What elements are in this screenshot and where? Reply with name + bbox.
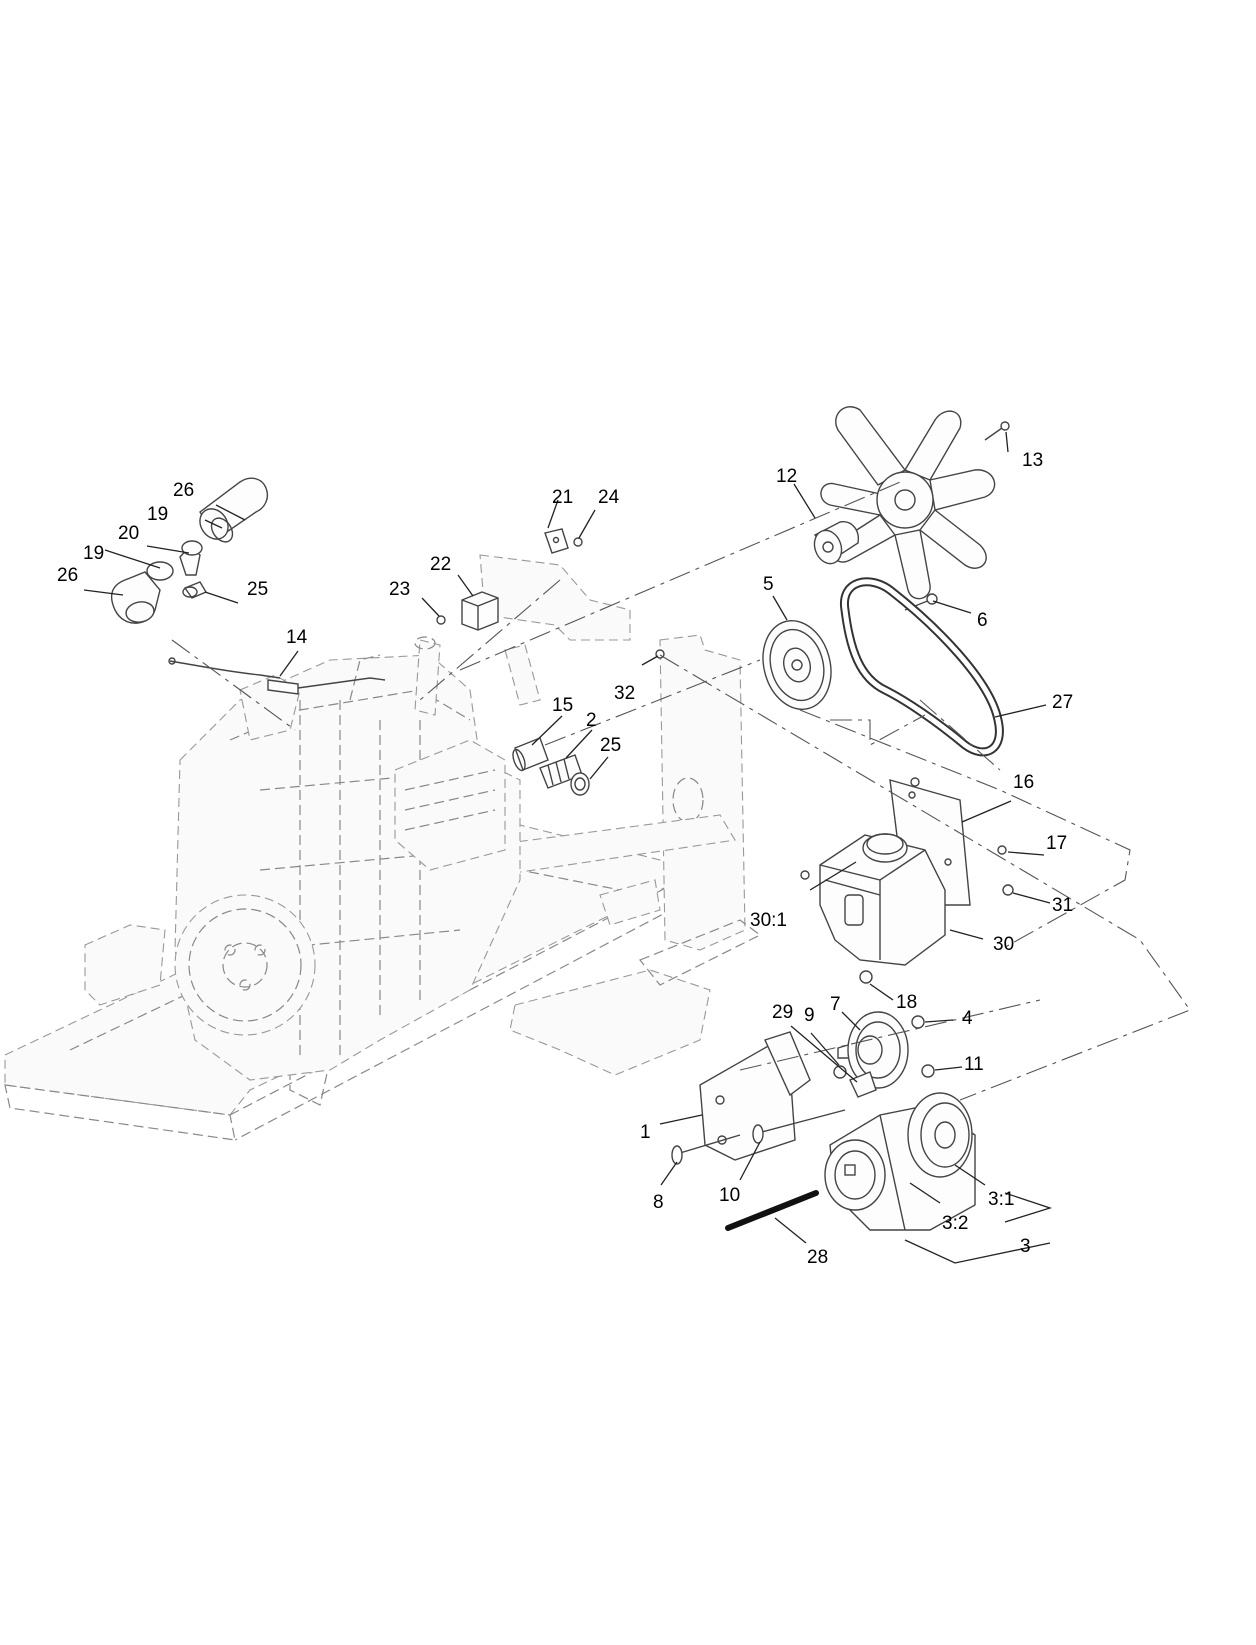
callout-19-top: 19 — [147, 504, 168, 525]
callout-32: 32 — [614, 683, 635, 704]
screw-17 — [997, 845, 1007, 855]
callout-30: 30 — [993, 934, 1014, 955]
callout-14: 14 — [286, 627, 308, 648]
belt-tensioner-29 — [849, 1071, 877, 1098]
callout-30-1: 30:1 — [750, 910, 787, 931]
callout-2: 2 — [586, 710, 597, 731]
pulley-5 — [762, 620, 832, 710]
callout-7: 7 — [830, 994, 841, 1015]
compressor-bracket-1 — [699, 1031, 811, 1161]
group-bracket-3 — [904, 1192, 1053, 1264]
fan-spacer-12 — [813, 521, 859, 565]
callout-8: 8 — [653, 1192, 664, 1213]
callout-21: 21 — [552, 487, 573, 508]
assembly-guide-lines — [171, 479, 1191, 1101]
water-hose-15 — [512, 737, 549, 772]
callout-5: 5 — [763, 574, 774, 595]
callout-3-1: 3:1 — [988, 1189, 1014, 1210]
callout-26-top: 26 — [173, 480, 194, 501]
callout-3-2: 3:2 — [942, 1213, 968, 1234]
vent-tube-28 — [725, 1190, 819, 1231]
nut-4 — [911, 1015, 925, 1029]
upper-mount-plate — [479, 554, 631, 641]
nut-18 — [859, 970, 873, 984]
callout-24: 24 — [598, 487, 620, 508]
callout-27: 27 — [1052, 692, 1073, 713]
callout-19-lower: 19 — [83, 543, 104, 564]
mounting-bracket-21 — [544, 528, 569, 554]
callout-12: 12 — [776, 466, 797, 487]
engine-harness-wire — [168, 657, 386, 695]
callout-6: 6 — [977, 610, 988, 631]
bolt-8 — [671, 1134, 741, 1165]
callout-15: 15 — [552, 695, 573, 716]
callout-29: 29 — [772, 1002, 793, 1023]
bolt-31 — [1002, 884, 1014, 896]
callout-leaders — [83, 431, 1051, 1244]
callout-23: 23 — [389, 579, 410, 600]
upper-radiator-hose — [199, 477, 269, 540]
screw-23 — [436, 615, 446, 625]
fan-bolt-13 — [984, 421, 1010, 441]
idler-pulley-7 — [837, 1011, 909, 1089]
callout-1: 1 — [640, 1122, 651, 1143]
callout-26-lower: 26 — [57, 565, 78, 586]
callout-25-left: 25 — [247, 579, 268, 600]
callout-16: 16 — [1013, 772, 1034, 793]
callout-4: 4 — [962, 1008, 973, 1029]
callout-22: 22 — [430, 554, 451, 575]
hose-clamp-25-left — [182, 581, 208, 599]
callout-18: 18 — [896, 992, 917, 1013]
callout-9: 9 — [804, 1005, 815, 1026]
callout-17: 17 — [1046, 833, 1067, 854]
engine-assembly — [174, 636, 541, 1081]
callout-25-right: 25 — [600, 735, 621, 756]
hose-clamp-25-right — [570, 772, 590, 796]
hose-clamp-19-upper — [210, 517, 234, 543]
relay-22 — [461, 591, 499, 631]
cooling-fan — [820, 406, 996, 600]
compressor-body-3-2 — [879, 1114, 906, 1231]
hose-clamp-19-lower — [146, 561, 174, 581]
callout-28: 28 — [807, 1247, 828, 1268]
callout-13: 13 — [1022, 450, 1043, 471]
nut-24 — [573, 537, 583, 547]
callout-labels: 26 19 20 19 26 25 14 21 24 22 23 15 2 25… — [57, 450, 1073, 1268]
bracket-bolt-16 — [800, 777, 920, 880]
hose-fitting-20 — [179, 540, 203, 576]
callout-31: 31 — [1052, 895, 1073, 916]
lower-radiator-hose — [110, 571, 161, 624]
callout-3: 3 — [1020, 1236, 1031, 1257]
callout-10: 10 — [719, 1185, 740, 1206]
callout-20: 20 — [118, 523, 139, 544]
callout-11: 11 — [964, 1054, 984, 1075]
nut-11 — [921, 1064, 935, 1078]
bolt-10 — [752, 1109, 846, 1144]
upright-support-plate — [599, 634, 762, 986]
compressor-clutch-3-1 — [907, 1092, 973, 1178]
drive-belt — [840, 577, 1004, 757]
reservoir-cap-30-1 — [862, 833, 908, 863]
